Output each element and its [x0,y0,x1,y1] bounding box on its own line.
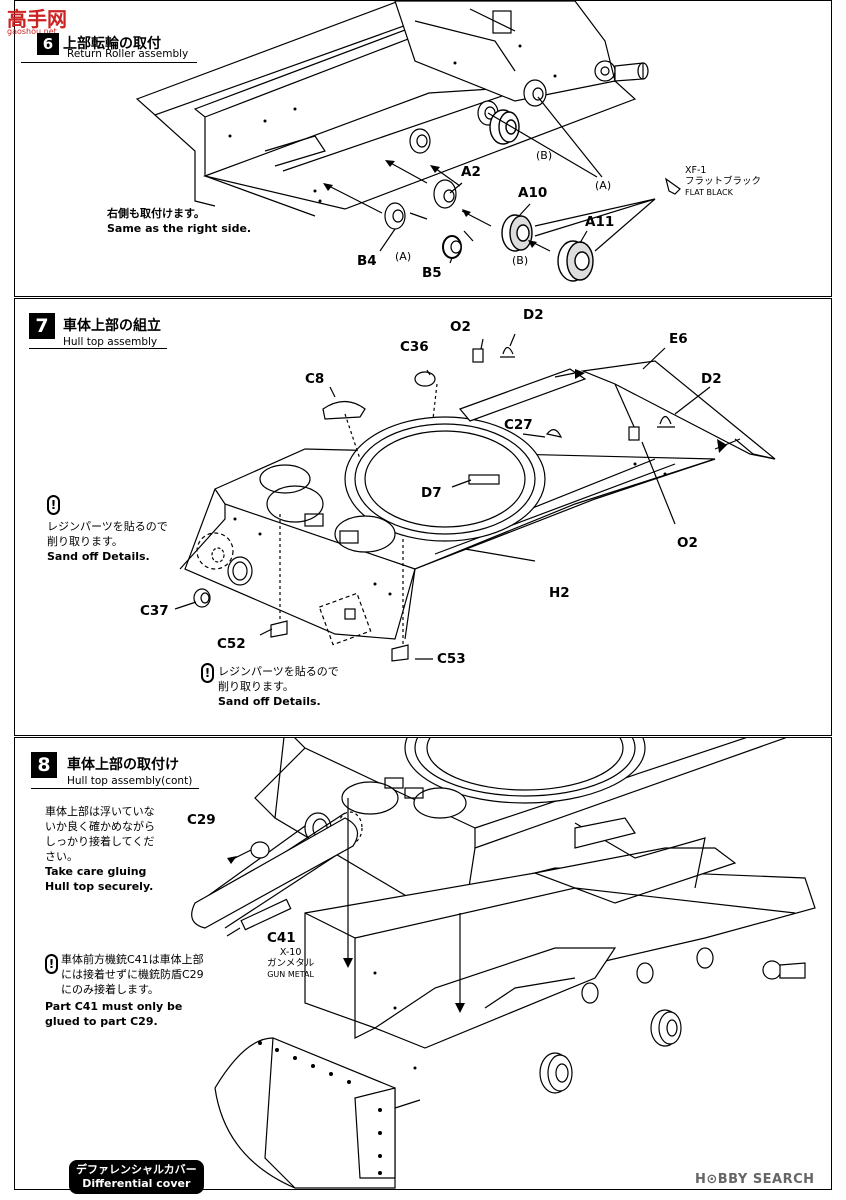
differential-cover-label: デファレンシャルカバー Differential cover [69,1160,204,1194]
paint-name-x10-en: GUN METAL [267,970,314,979]
callout-b-bottom: (B) [512,254,529,267]
step6-number: 6 [37,33,59,55]
part-label-c41: C41 [267,930,296,946]
part-label-d2-top: D2 [523,307,544,323]
part-label-c53: C53 [437,651,466,667]
part-label-a11: A11 [585,214,615,230]
callout-b-top: (B) [536,149,553,162]
part-label-a2: A2 [461,164,481,180]
glue-note-jp-4: さい。 [45,850,78,863]
warning-icon-3: ! [45,954,58,974]
sand-note-2-en: Sand off Details. [218,695,321,708]
step6-panel: 高手网 gaoshou.net 6 上部転輪の取付 Return Roller … [7,0,832,297]
step7-title-jp: 車体上部の組立 [63,318,161,334]
callout-a-bottom: (A) [395,250,412,263]
step6-note-en: Same as the right side. [107,222,252,235]
step8-title-rule [31,788,199,789]
part-label-d7: D7 [421,485,442,501]
part-label-o2-top: O2 [450,319,471,335]
mg-note-jp-1: 車体前方機銃C41は車体上部 [61,953,204,966]
part-label-b5: B5 [422,265,442,281]
part-label-o2-right: O2 [677,535,698,551]
glue-note-jp-2: いか良く確かめながら [45,820,155,833]
step6-title-jp: 上部転輪の取付 [63,36,161,52]
mg-note-jp-3: にのみ接着します。 [61,983,159,996]
sand-note-2-jp-1: レジンパーツを貼るので [218,665,339,678]
step7-number: 7 [29,313,55,339]
diff-label-en: Differential cover [82,1177,191,1190]
part-label-d2-right: D2 [701,371,722,387]
paint-code: XF-1 [685,165,707,176]
sand-note-1: レジンパーツを貼るので 削り取ります。 Sand off Details. [47,519,168,564]
step8-title-en: Hull top assembly(cont) [67,775,193,787]
paint-name-jp: フラットブラック [685,176,762,187]
glue-note: 車体上部は浮いていな いか良く確かめながら しっかり接着してくだ さい。 Tak… [45,804,155,894]
sand-note-1-jp-1: レジンパーツを貼るので [47,520,168,533]
part-label-c52: C52 [217,636,246,652]
sand-note-2-jp-2: 削り取ります。 [218,680,294,693]
warning-icon-2: ! [201,663,214,683]
sand-note-1-en: Sand off Details. [47,550,150,563]
callout-a-top: (A) [595,179,612,192]
warning-icon-1: ! [47,495,60,515]
part-label-c27: C27 [504,417,533,433]
step6-note: 右側も取付けます。 Same as the right side. [107,206,251,236]
part-label-c37: C37 [140,603,169,619]
step7-title-en: Hull top assembly [63,336,158,348]
step6-note-jp: 右側も取付けます。 [107,207,205,220]
step8-number: 8 [31,752,57,778]
site-url: gaoshou.net [7,27,57,36]
hull-top-mount-diagram [191,738,816,1189]
return-roller-diagram [135,1,681,282]
part-label-b4: B4 [357,253,377,269]
part-label-h2: H2 [549,585,570,601]
sand-note-1-jp-2: 削り取ります。 [47,535,123,548]
glue-note-jp-3: しっかり接着してくだ [45,835,155,848]
glue-note-en-2: Hull top securely. [45,880,154,893]
site-logo: 高手网 [7,7,67,31]
diff-label-jp: デファレンシャルカバー [76,1163,197,1176]
part-label-a10: A10 [518,185,548,201]
step8-panel: 8 車体上部の取付け Hull top assembly(cont) [14,737,832,1194]
part-label-e6: E6 [669,331,688,347]
mg-note-jp-2: には接着せずに機銃防盾C29 [61,968,204,981]
hull-top-diagram [174,333,776,662]
paint-callout-xf1: XF-1 フラットブラック FLAT BLACK [685,165,761,198]
glue-note-jp-1: 車体上部は浮いていな [45,805,155,818]
step7-title-rule [29,348,167,349]
step6-title-rule [21,62,197,63]
glue-note-en-1: Take care gluing [45,865,147,878]
step6-title-en: Return Roller assembly [67,48,189,60]
mg-note-en-2: glued to part C29. [45,1015,158,1028]
step7-panel: 7 車体上部の組立 Hull top assembly [14,298,832,736]
mg-note-en: Part C41 must only be glued to part C29. [45,999,182,1029]
paint-code-x10: X-10 [279,947,302,958]
paint-name-x10-jp: ガンメタル [267,958,315,969]
mg-note: 車体前方機銃C41は車体上部 には接着せずに機銃防盾C29 にのみ接着します。 [61,952,204,997]
sand-note-2: レジンパーツを貼るので 削り取ります。 Sand off Details. [218,664,339,709]
paint-callout-x10: X-10 ガンメタル GUN METAL [267,947,314,980]
hobby-search-watermark: H⊙BBY SEARCH [695,1172,815,1187]
mg-note-en-1: Part C41 must only be [45,1000,183,1013]
step8-title-jp: 車体上部の取付け [67,757,179,773]
paint-name-en: FLAT BLACK [685,188,733,197]
part-label-c36: C36 [400,339,429,355]
part-label-c8: C8 [305,371,325,387]
part-label-c29: C29 [187,812,216,828]
